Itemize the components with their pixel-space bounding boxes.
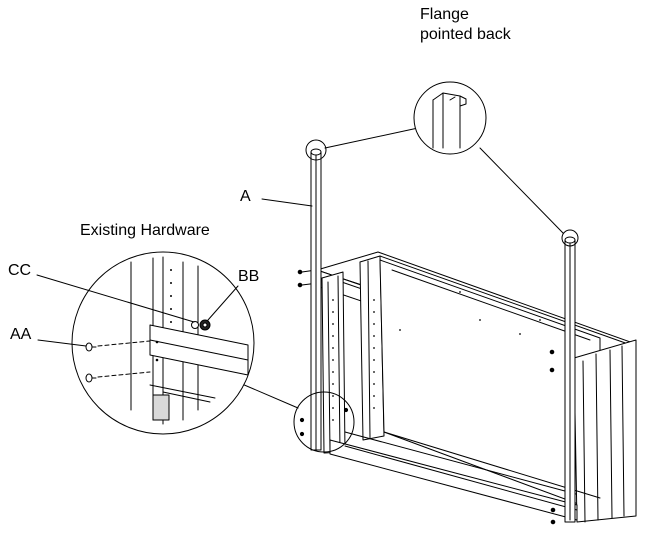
label-bb: BB bbox=[238, 268, 259, 286]
label-a: A bbox=[240, 188, 251, 206]
flange-label-line1: Flange bbox=[420, 6, 469, 24]
upright-right bbox=[565, 237, 575, 522]
leader-a bbox=[262, 199, 312, 206]
flange-detail-circle bbox=[414, 82, 486, 154]
existing-hardware-label: Existing Hardware bbox=[80, 222, 210, 240]
flange-label-line2: pointed back bbox=[420, 26, 511, 44]
flange-detail bbox=[325, 82, 563, 233]
label-cc: CC bbox=[8, 262, 31, 280]
hardware-detail bbox=[72, 252, 298, 434]
frame-assembly bbox=[298, 252, 636, 524]
label-aa: AA bbox=[10, 326, 31, 344]
washer-cc bbox=[192, 322, 199, 329]
left-front-leg bbox=[322, 272, 345, 453]
upright-left bbox=[311, 149, 321, 450]
